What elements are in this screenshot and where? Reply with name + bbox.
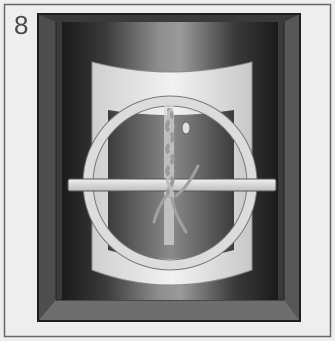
step-number: 8	[14, 10, 28, 40]
top-pin	[182, 122, 190, 134]
